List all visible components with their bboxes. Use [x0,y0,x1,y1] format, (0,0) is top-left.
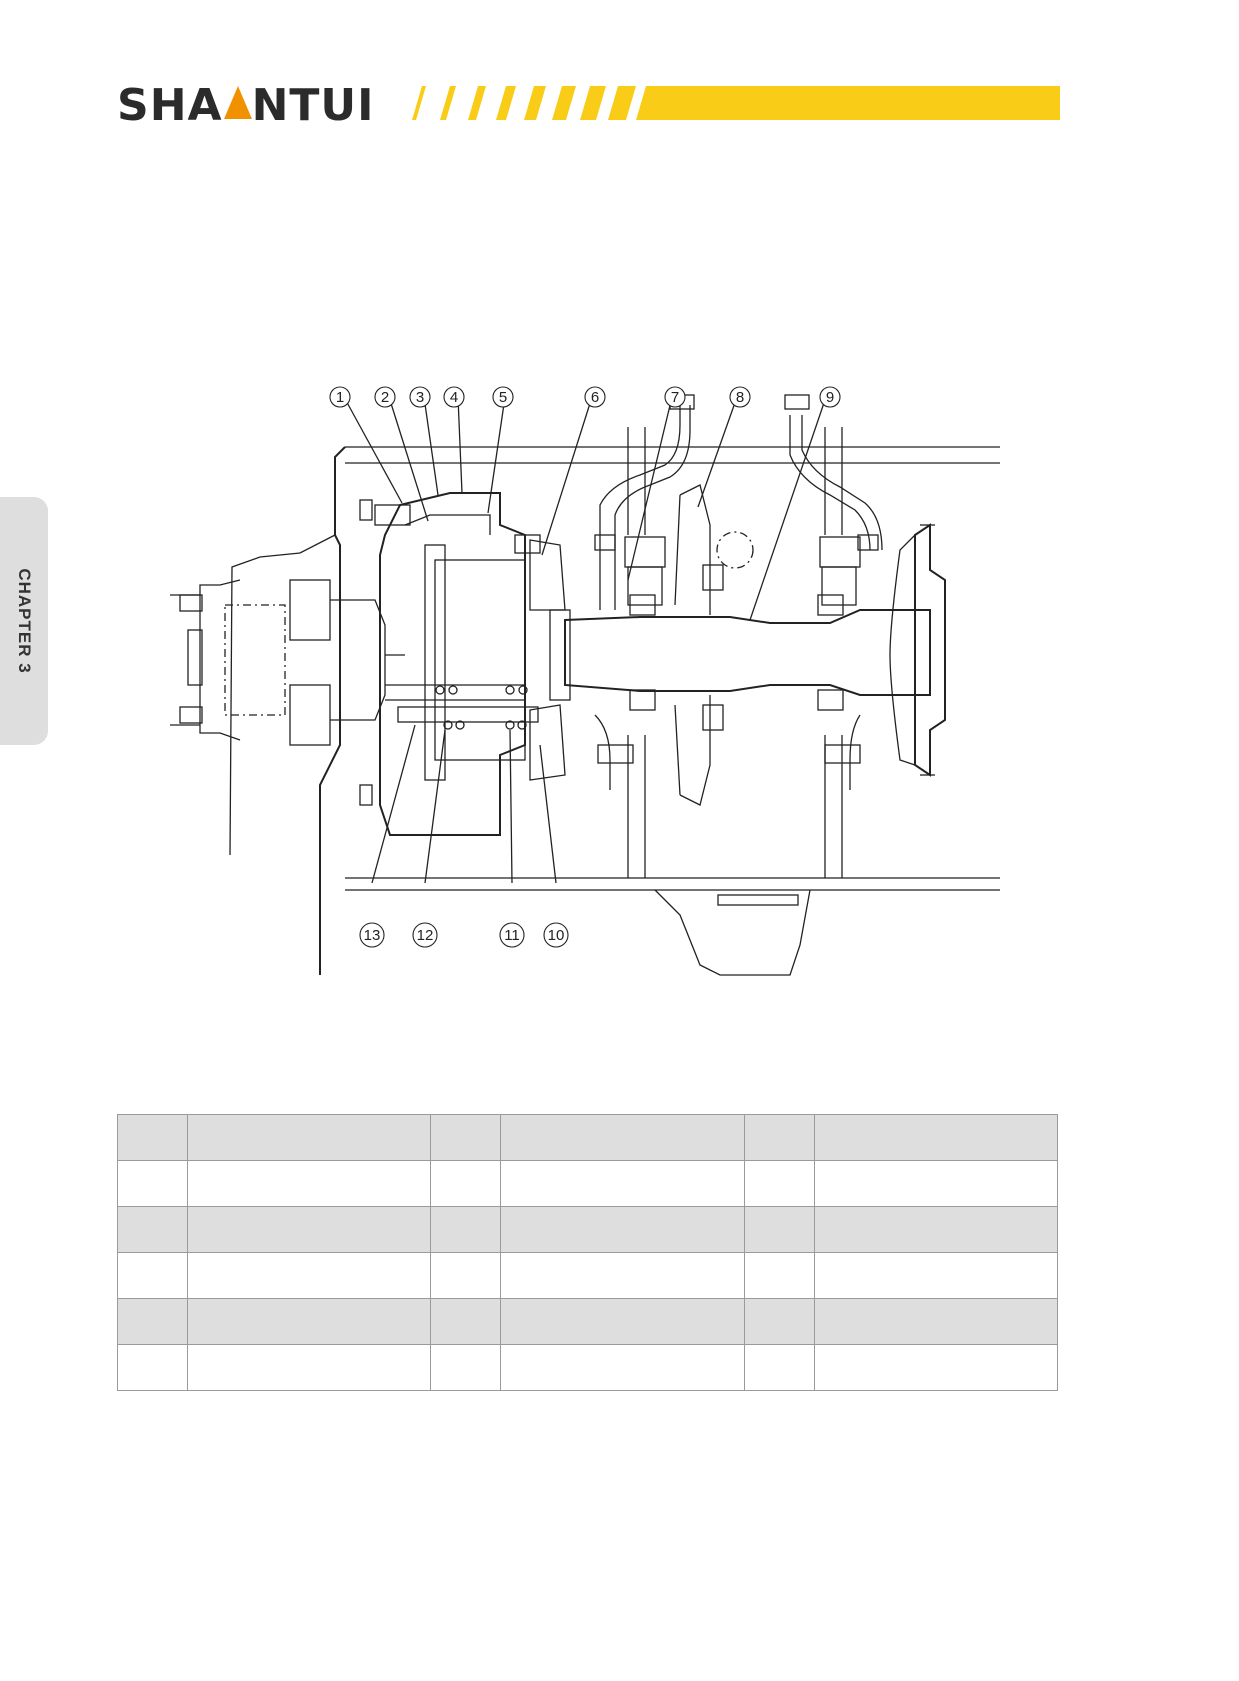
table-cell [430,1252,502,1299]
table-cell [743,1160,815,1207]
table-row [116,1206,1059,1253]
svg-text:5: 5 [499,389,507,406]
table-row [116,1344,1059,1391]
callout-2: 2 [374,386,396,408]
table-cell [116,1252,189,1299]
svg-text:6: 6 [591,389,599,406]
svg-text:8: 8 [736,389,744,406]
table-cell [116,1298,189,1345]
table-cell [743,1252,815,1299]
table-cell [743,1114,815,1161]
callout-4: 4 [443,386,465,408]
callout-6: 6 [584,386,606,408]
callout-7: 7 [664,386,686,408]
table-cell [813,1160,1059,1207]
svg-text:13: 13 [364,927,381,944]
table-cell [430,1160,502,1207]
table-cell [500,1344,745,1391]
callout-11: 11 [499,922,525,948]
table-cell [500,1252,745,1299]
table-cell [500,1206,745,1253]
svg-text:2: 2 [381,389,389,406]
svg-text:7: 7 [671,389,679,406]
table-cell [430,1344,502,1391]
table-cell [813,1298,1059,1345]
table-cell [813,1114,1059,1161]
svg-text:10: 10 [548,927,565,944]
table-row [116,1252,1059,1299]
table-cell [116,1344,189,1391]
callout-3: 3 [409,386,431,408]
svg-text:3: 3 [416,389,424,406]
parts-table [116,1114,1059,1391]
table-row [116,1298,1059,1345]
svg-text:11: 11 [504,927,520,944]
table-row [116,1114,1059,1161]
cross-section-diagram: 1 2 3 4 5 6 7 8 9 13 12 11 10 [170,386,1000,976]
svg-text:9: 9 [826,389,834,406]
table-cell [430,1114,502,1161]
callout-10: 10 [543,922,569,948]
table-cell [116,1206,189,1253]
table-cell [187,1344,432,1391]
table-cell [743,1206,815,1253]
chapter-tab [0,497,48,745]
chapter-label: CHAPTER 3 [15,568,34,674]
table-cell [187,1160,432,1207]
table-cell [430,1206,502,1253]
callout-5: 5 [492,386,514,408]
logo-triangle-icon [223,86,252,119]
callout-9: 9 [819,386,841,408]
table-cell [500,1160,745,1207]
table-cell [116,1114,189,1161]
table-cell [743,1344,815,1391]
svg-text:4: 4 [450,389,458,406]
table-cell [500,1114,745,1161]
callout-8: 8 [729,386,751,408]
table-cell [187,1114,432,1161]
table-row [116,1160,1059,1207]
table-cell [430,1298,502,1345]
table-cell [500,1298,745,1345]
table-cell [187,1206,432,1253]
svg-text:12: 12 [417,927,434,944]
table-cell [743,1298,815,1345]
table-cell [813,1252,1059,1299]
callout-12: 12 [412,922,438,948]
callout-1: 1 [329,386,351,408]
callout-13: 13 [359,922,385,948]
table-cell [813,1206,1059,1253]
table-cell [813,1344,1059,1391]
table-cell [116,1160,189,1207]
table-cell [187,1298,432,1345]
table-cell [187,1252,432,1299]
header-accent-bar [412,86,1060,120]
svg-text:1: 1 [336,389,344,406]
